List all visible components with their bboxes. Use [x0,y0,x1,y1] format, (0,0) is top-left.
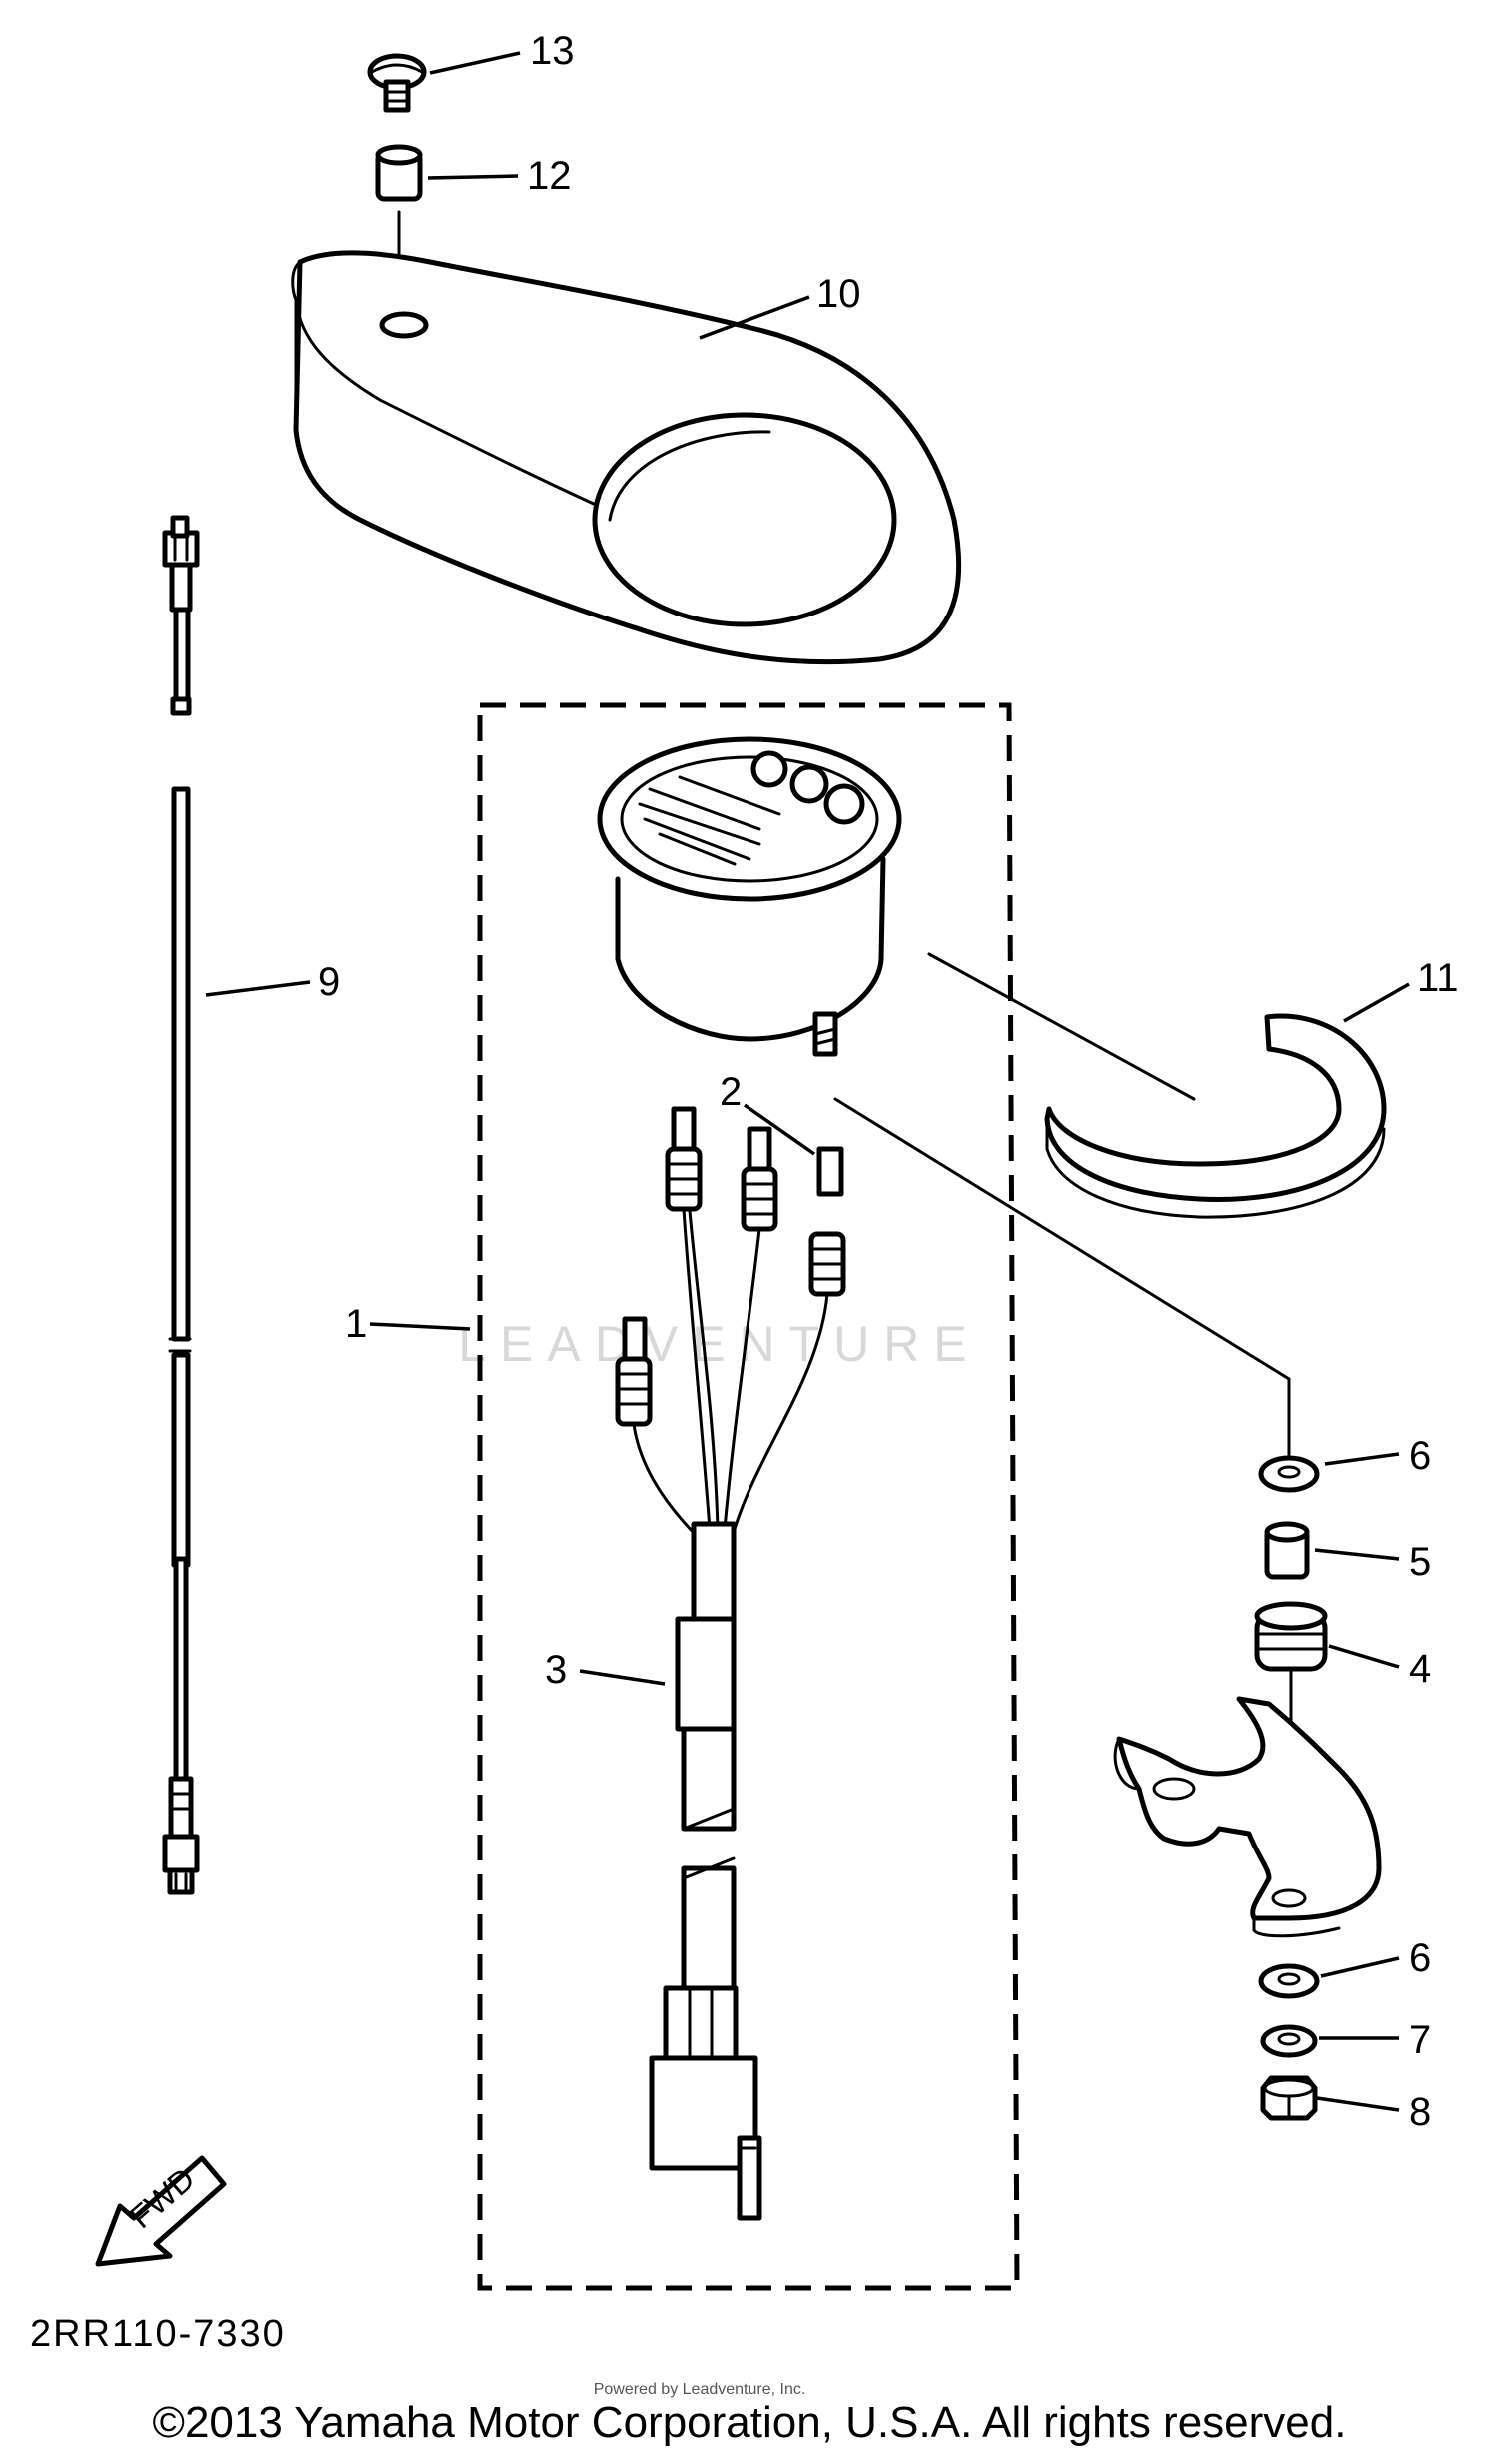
part-11-ring [1044,1013,1387,1219]
callout-8: 8 [1409,2090,1431,2134]
callout-6-top: 6 [1409,1434,1431,1478]
diagram-code: 2RR110-7330 [30,2313,286,2355]
callout-7: 7 [1409,2018,1431,2062]
small-credit: Powered by Leadventure, Inc. [594,2381,806,2398]
part-8-nut [1260,2075,1318,2121]
guide-line-meter-11 [927,952,1196,1101]
callout-6-bottom: 6 [1409,1936,1431,1980]
guide-line-stud-6 [833,1097,1291,1459]
part-7-spring-washer [1260,2024,1318,2058]
part-6-washer-top [1258,1455,1320,1493]
part-1-meter [597,736,902,1057]
callout-10: 10 [816,272,861,316]
callout-1: 1 [345,1302,367,1346]
callout-13: 13 [530,29,575,73]
part-9-cable [162,515,200,1895]
part-3-harness [615,1106,846,2221]
callout-12: 12 [527,154,572,198]
fwd-direction-arrow: FWD [95,2155,227,2267]
callout-9: 9 [318,960,340,1004]
part-10-cover [291,250,962,665]
callout-numbers: 13 12 10 9 11 2 1 3 6 5 4 6 7 8 [318,29,1459,2134]
part-13-screw [367,53,427,113]
callout-leaders [205,51,1410,2112]
frame-bracket [1113,1696,1382,1938]
callout-2: 2 [720,1070,742,1114]
part-5-collar [1264,1521,1310,1580]
part-4-grommet [1254,1601,1328,1672]
callout-11: 11 [1417,956,1459,1000]
callout-3: 3 [545,1648,567,1692]
exploded-view-svg: LEADVENTURE [30,29,1459,2398]
assembly-1-boundary [477,702,1020,2291]
watermark-text: LEADVENTURE [458,1316,981,1372]
part-12-collar [375,144,423,202]
callout-5: 5 [1409,1540,1431,1584]
part-6-washer-bottom [1258,1963,1320,1999]
copyright-notice: ©2013 Yamaha Motor Corporation, U.S.A. A… [152,2398,1347,2447]
callout-4: 4 [1409,1647,1431,1691]
